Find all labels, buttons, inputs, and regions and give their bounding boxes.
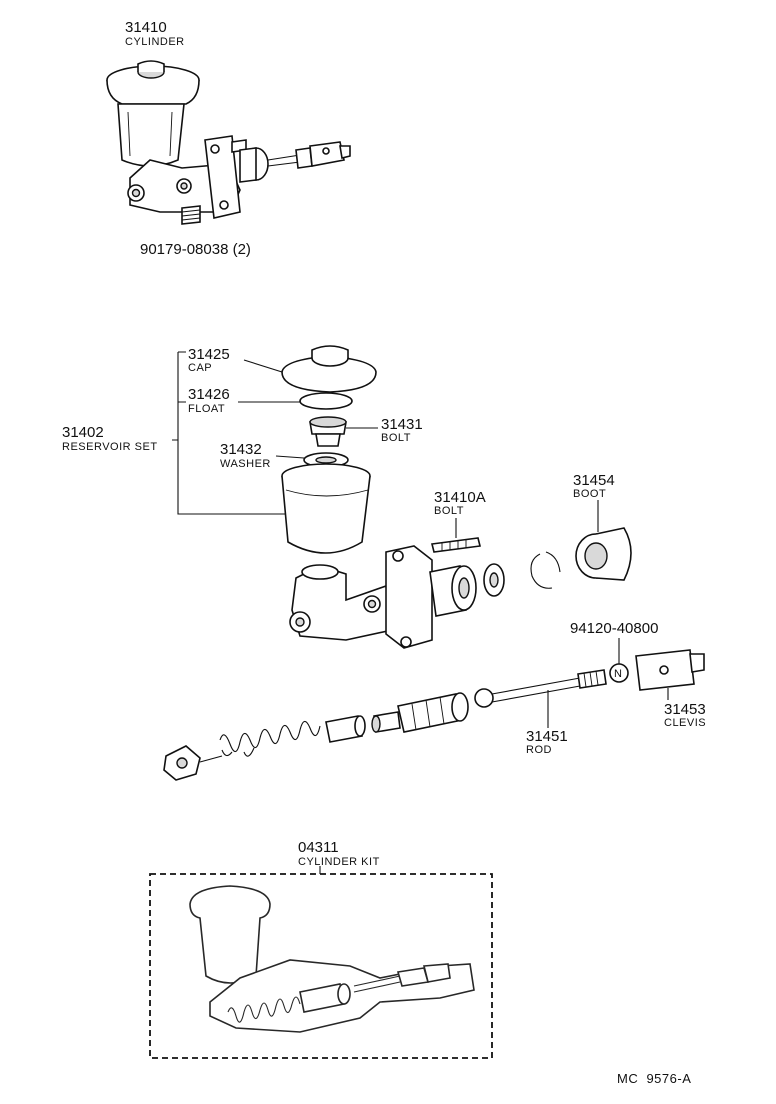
reference-code: MC 9576-A	[617, 1071, 691, 1086]
snap-ring-illustration	[530, 551, 561, 589]
label-04311-number: 04311	[298, 839, 339, 856]
cylinder-body-illustration	[289, 545, 477, 649]
label-31425-number: 31425	[188, 346, 230, 363]
push-rod-illustration	[474, 669, 607, 708]
label-31432-number: 31432	[220, 441, 262, 458]
label-31451-number: 31451	[526, 728, 568, 745]
label-94120-number: 94120-40800	[570, 620, 658, 637]
label-31453-number: 31453	[664, 701, 706, 718]
piston-assembly-illustration	[163, 692, 469, 781]
bolt-31410a-illustration	[431, 537, 481, 553]
label-31426-name: FLOAT	[188, 403, 225, 415]
label-31432-name: WASHER	[220, 458, 271, 470]
label-31402-number: 31402	[62, 424, 104, 441]
bolt-31431-illustration	[309, 416, 347, 447]
cylinder-kit-box	[149, 873, 493, 1059]
label-31453-name: CLEVIS	[664, 717, 706, 729]
cylinder-kit-illustration	[189, 885, 475, 1033]
label-31431-number: 31431	[381, 416, 423, 433]
label-31410a-name: BOLT	[434, 505, 464, 517]
label-31410-number: 31410	[125, 19, 167, 36]
clevis-illustration	[635, 649, 705, 691]
label-31451-name: ROD	[526, 744, 552, 756]
label-31402-name: RESERVOIR SET	[62, 441, 158, 453]
reservoir-illustration	[281, 463, 371, 554]
label-31454-name: BOOT	[573, 488, 606, 500]
float-illustration	[299, 392, 353, 410]
label-31454-number: 31454	[573, 472, 615, 489]
nut-marker: N	[614, 668, 622, 680]
label-31410-name: CYLINDER	[125, 36, 185, 48]
label-04311-name: CYLINDER KIT	[298, 856, 380, 868]
reservoir-set-bracket	[177, 352, 288, 515]
label-90179-number: 90179-08038 (2)	[140, 241, 251, 258]
boot-illustration	[575, 527, 632, 581]
assembled-cylinder-illustration	[106, 60, 351, 225]
label-31431-name: BOLT	[381, 432, 411, 444]
label-31426-number: 31426	[188, 386, 230, 403]
cap-illustration	[281, 345, 377, 393]
label-31425-name: CAP	[188, 362, 212, 374]
label-31410a-number: 31410A	[434, 489, 486, 506]
